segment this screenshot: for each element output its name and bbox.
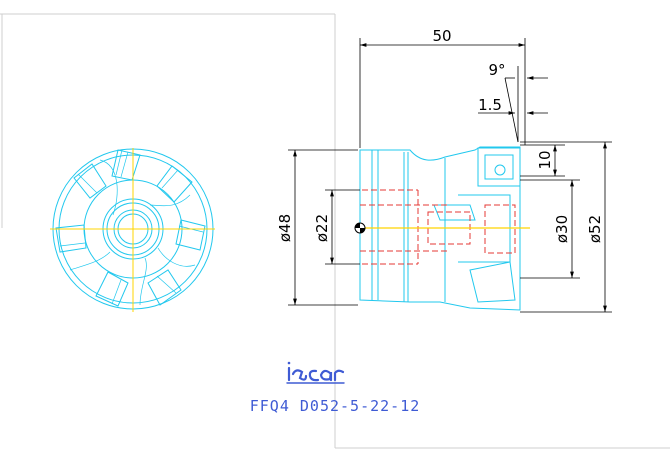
flute-hatching: [59, 149, 204, 306]
dim-body-diameter: ø48: [276, 214, 294, 242]
side-view-centerline: [354, 222, 530, 234]
dim-chamfer: 1.5: [478, 96, 502, 114]
dim-overall-length: 50: [432, 27, 451, 45]
flute-pockets: [55, 149, 206, 307]
front-view-centerlines: [50, 148, 215, 312]
dim-bore-diameter: ø22: [313, 214, 331, 242]
part-code: FFQ4 D052-5-22-12: [249, 397, 421, 415]
dim-cutting-diameter: ø52: [586, 215, 604, 243]
dimension-lines: [288, 38, 612, 313]
side-view: [359, 146, 521, 311]
dim-hub-diameter: ø30: [553, 215, 571, 243]
brand-logo: [286, 361, 345, 384]
hidden-lines: [360, 189, 516, 265]
dim-lead-angle: 9°: [488, 61, 505, 79]
dim-depth-of-cut: 10: [536, 150, 554, 169]
